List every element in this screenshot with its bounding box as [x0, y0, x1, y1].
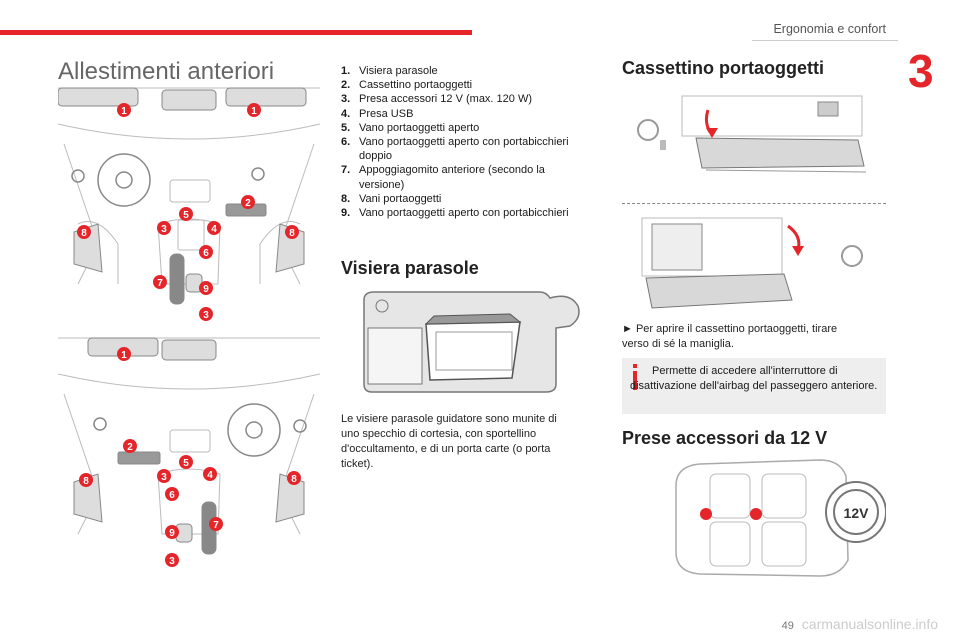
svg-text:8: 8 — [83, 476, 89, 487]
sun-visor-illustration — [363, 291, 580, 393]
info-text: Permette di accedere all'interruttore di… — [630, 365, 878, 392]
diagram-badges-top: 1 1 2 5 3 4 6 8 8 7 9 3 — [77, 103, 299, 321]
cassettino-instruction: ► Per aprire il cassettino portaoggetti,… — [622, 323, 838, 350]
list-item: 2.Cassettino portaoggetti — [341, 79, 473, 92]
list-item: 6.Vano portaoggetti aperto con portabicc… — [341, 136, 569, 163]
svg-text:9: 9 — [169, 528, 175, 539]
svg-text:7: 7 — [213, 520, 219, 531]
diagram-badges-bottom: 1 2 5 3 4 6 8 8 7 9 3 — [79, 347, 301, 567]
dashboard-diagram-rhd: 1 2 5 3 4 6 8 8 7 9 3 — [58, 337, 320, 567]
svg-text:1: 1 — [251, 106, 257, 117]
svg-text:2: 2 — [245, 198, 251, 209]
svg-text:3: 3 — [161, 224, 167, 235]
socket-label: 12V — [844, 505, 870, 521]
list-item: 7.Appoggiagomito anteriore (secondo la v… — [341, 164, 545, 191]
svg-text:3: 3 — [203, 310, 209, 321]
svg-text:8: 8 — [289, 228, 295, 239]
svg-text:9: 9 — [203, 284, 209, 295]
list-item: 1.Visiera parasole — [341, 65, 438, 77]
section-title: Allestimenti anteriori — [58, 58, 275, 85]
dashed-divider — [622, 203, 886, 204]
page-number: 49 — [781, 620, 794, 632]
svg-text:5: 5 — [183, 458, 189, 469]
equipment-list: 1.Visiera parasole 2.Cassettino portaogg… — [341, 64, 591, 220]
glovebox-illustration-2 — [641, 217, 863, 309]
prese-heading: Prese accessori da 12 V — [622, 428, 828, 448]
visiera-description: Le visiere parasole guidatore sono munit… — [341, 413, 557, 470]
dashboard-diagram-lhd: 1 1 2 5 3 4 6 8 8 7 9 3 — [58, 87, 320, 321]
list-item: 4.Presa USB — [341, 107, 414, 120]
watermark: carmanualsonline.info — [801, 616, 938, 632]
svg-text:5: 5 — [183, 210, 189, 221]
svg-text:4: 4 — [211, 224, 217, 235]
svg-text:1: 1 — [121, 106, 127, 117]
svg-text:6: 6 — [203, 248, 209, 259]
svg-text:8: 8 — [81, 228, 87, 239]
svg-text:3: 3 — [169, 556, 175, 567]
svg-text:8: 8 — [291, 474, 297, 485]
svg-text:3: 3 — [161, 472, 167, 483]
info-icon — [633, 364, 637, 390]
visiera-heading: Visiera parasole — [341, 258, 479, 278]
svg-text:2: 2 — [127, 442, 133, 453]
chapter-number: 3 — [908, 45, 934, 97]
list-item: 5.Vano portaoggetti aperto — [341, 121, 480, 134]
car-topview-illustration: 12V — [675, 459, 886, 577]
glovebox-illustration-1 — [637, 95, 867, 173]
svg-text:7: 7 — [157, 278, 163, 289]
footer: 49 carmanualsonline.info — [782, 616, 938, 632]
svg-text:1: 1 — [121, 350, 127, 361]
chapter-title: Ergonomia e confort — [773, 22, 886, 36]
header-accent-bar — [0, 30, 472, 35]
header-divider — [752, 40, 898, 41]
info-box: Permette di accedere all'interruttore di… — [622, 358, 886, 414]
list-item: 8.Vani portaoggetti — [341, 192, 442, 205]
list-item: 3.Presa accessori 12 V (max. 120 W) — [341, 93, 533, 106]
svg-text:4: 4 — [207, 470, 213, 481]
cassettino-heading: Cassettino portaoggetti — [622, 58, 825, 78]
svg-text:6: 6 — [169, 490, 175, 501]
list-item: 9.Vano portaoggetti aperto con portabicc… — [341, 207, 569, 220]
